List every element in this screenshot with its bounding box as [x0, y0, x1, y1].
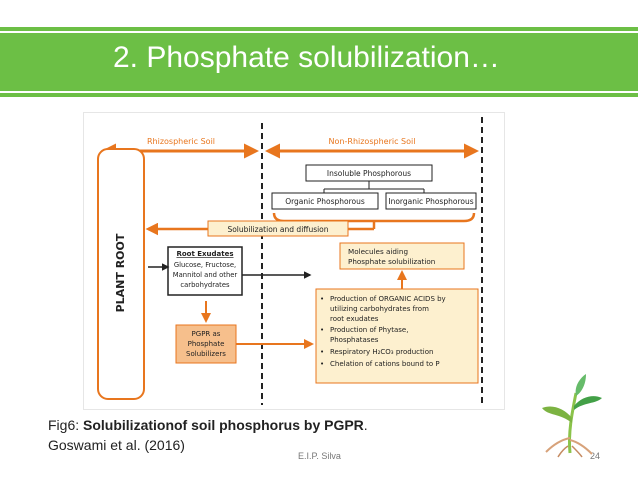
pgpr-line: Solubilizers — [186, 350, 226, 358]
title-bar-bottom-rule — [0, 91, 638, 93]
bullet-line: Production of ORGANIC ACIDS by — [330, 295, 446, 303]
insoluble-label: Insoluble Phosphorous — [327, 169, 411, 178]
inorganic-label: Inorganic Phosphorous — [388, 197, 473, 206]
page-number: 24 — [590, 451, 601, 461]
root-exudates-title: Root Exudates — [176, 250, 233, 258]
bullet-dot: • — [320, 348, 324, 356]
figure-citation: Goswami et al. (2016) — [48, 437, 185, 453]
organic-label: Organic Phosphorous — [285, 197, 365, 206]
rhizo-label: Rhizospheric Soil — [147, 137, 215, 146]
nonrhizo-label: Non-Rhizospheric Soil — [329, 137, 416, 146]
exudates-line: Mannitol and other — [173, 271, 238, 279]
plant-sprout-icon — [542, 374, 602, 458]
bullet-dot: • — [320, 295, 324, 303]
solubilization-box — [207, 220, 349, 237]
title-bar-top-rule — [0, 31, 638, 33]
exudates-line: Glucose, Fructose, — [174, 261, 236, 269]
pgpr-line: PGPR as — [192, 330, 221, 338]
inorganic-box — [385, 192, 477, 210]
bullet-dot: • — [320, 326, 324, 334]
pgpr-line: Phosphate — [188, 340, 225, 348]
bullet-line: Phosphatases — [330, 336, 379, 344]
plant-root-label: PLANT ROOT — [114, 233, 127, 312]
diagram-svg: Rhizospheric Soil Non-Rhizospheric Soil … — [97, 117, 483, 405]
figure-caption: Fig6: Solubilizationof soil phosphorus b… — [48, 417, 368, 433]
slide-title: 2. Phosphate solubilization… — [113, 41, 500, 74]
phosphate-diagram: Rhizospheric Soil Non-Rhizospheric Soil … — [83, 112, 505, 410]
molecules-line: Molecules aiding — [348, 247, 408, 256]
exudates-line: carbohydrates — [180, 281, 230, 289]
phosphorous-bracket — [272, 212, 476, 223]
bullet-line: Respiratory H₂CO₃ production — [330, 348, 433, 356]
plant-root-box — [97, 148, 145, 400]
solubilization-label: Solubilization and diffusion — [227, 225, 328, 234]
bullet-dot: • — [320, 360, 324, 368]
mechanisms-box — [315, 288, 479, 384]
pgpr-box — [175, 324, 237, 364]
title-bar — [0, 27, 638, 97]
bullet-line: root exudates — [330, 315, 379, 323]
organic-box — [271, 192, 379, 210]
root-exudates-box — [167, 246, 243, 296]
bullet-line: Production of Phytase, — [330, 326, 408, 334]
bullet-line: utilizing carbohydrates from — [330, 305, 429, 313]
bullet-line: Chelation of cations bound to P — [330, 360, 440, 368]
footer-author: E.I.P. Silva — [298, 451, 341, 461]
molecules-box — [339, 242, 465, 270]
molecules-line: Phosphate solubilization — [348, 257, 435, 266]
